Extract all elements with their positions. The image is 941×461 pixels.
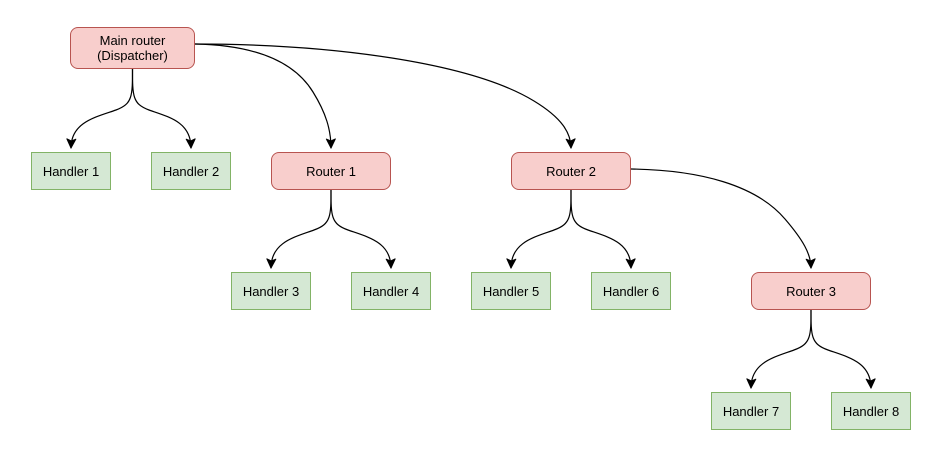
edge-router-2-to-router-3-line xyxy=(630,168,812,269)
node-label-handler-4: Handler 4 xyxy=(362,283,420,299)
node-label-handler-2: Handler 2 xyxy=(162,163,220,179)
node-label-router-2: Router 2 xyxy=(546,163,596,179)
edge-router-1-to-handler-3 xyxy=(266,189,332,269)
node-handler-3[interactable]: Handler 3 xyxy=(231,272,311,310)
node-label-handler-1: Handler 1 xyxy=(42,163,100,179)
node-handler-7[interactable]: Handler 7 xyxy=(711,392,791,430)
node-handler-2[interactable]: Handler 2 xyxy=(151,152,231,190)
node-router-3[interactable]: Router 3 xyxy=(751,272,871,310)
edge-router-3-to-handler-8-arrowhead xyxy=(865,378,876,389)
edge-main-to-handler-2-arrowhead xyxy=(185,138,196,149)
node-label-handler-7: Handler 7 xyxy=(722,403,780,419)
node-router-1[interactable]: Router 1 xyxy=(271,152,391,190)
node-label-handler-6: Handler 6 xyxy=(602,283,660,299)
edge-router-1-to-handler-3-arrowhead xyxy=(266,258,277,269)
edge-router-2-to-router-3-arrowhead xyxy=(805,258,816,269)
edge-router-2-to-router-3 xyxy=(630,168,816,269)
node-label-handler-8: Handler 8 xyxy=(842,403,900,419)
node-main-router[interactable]: Main router (Dispatcher) xyxy=(70,27,195,69)
edge-router-2-to-handler-5-arrowhead xyxy=(506,258,517,269)
edge-router-1-to-handler-4 xyxy=(330,189,396,269)
edge-router-2-to-handler-6 xyxy=(570,189,636,269)
edge-main-to-router-1-arrowhead xyxy=(325,138,336,149)
edge-router-1-to-handler-4-line xyxy=(330,189,392,269)
node-handler-5[interactable]: Handler 5 xyxy=(471,272,551,310)
edge-router-3-to-handler-7-line xyxy=(750,309,812,389)
node-label-router-1: Router 1 xyxy=(306,163,356,179)
node-label-handler-3: Handler 3 xyxy=(242,283,300,299)
edge-main-to-handler-1-line xyxy=(70,68,134,149)
edge-main-to-handler-2-line xyxy=(131,68,192,149)
edge-router-3-to-handler-7 xyxy=(746,309,812,389)
edge-main-to-handler-1-arrowhead xyxy=(66,138,77,149)
edge-router-2-to-handler-6-arrowhead xyxy=(625,258,636,269)
edge-router-3-to-handler-7-arrowhead xyxy=(746,378,757,389)
edge-main-to-handler-1 xyxy=(66,68,134,149)
node-handler-4[interactable]: Handler 4 xyxy=(351,272,431,310)
node-handler-6[interactable]: Handler 6 xyxy=(591,272,671,310)
edge-router-3-to-handler-8 xyxy=(810,309,876,389)
node-handler-8[interactable]: Handler 8 xyxy=(831,392,911,430)
node-label-handler-5: Handler 5 xyxy=(482,283,540,299)
node-router-2[interactable]: Router 2 xyxy=(511,152,631,190)
node-label-main-router: Main router (Dispatcher) xyxy=(97,33,168,63)
node-label-router-3: Router 3 xyxy=(786,283,836,299)
edge-main-to-router-2 xyxy=(194,43,576,149)
node-handler-1[interactable]: Handler 1 xyxy=(31,152,111,190)
edge-router-2-to-handler-6-line xyxy=(570,189,632,269)
edge-main-to-handler-2 xyxy=(131,68,196,149)
edge-main-to-router-1-line xyxy=(194,43,332,149)
edge-router-1-to-handler-4-arrowhead xyxy=(385,258,396,269)
edge-router-1-to-handler-3-line xyxy=(270,189,332,269)
edge-router-3-to-handler-8-line xyxy=(810,309,872,389)
edge-main-to-router-2-line xyxy=(194,43,572,149)
edge-router-2-to-handler-5-line xyxy=(510,189,572,269)
edge-main-to-router-1 xyxy=(194,43,336,149)
edge-main-to-router-2-arrowhead xyxy=(565,138,576,149)
edge-router-2-to-handler-5 xyxy=(506,189,572,269)
